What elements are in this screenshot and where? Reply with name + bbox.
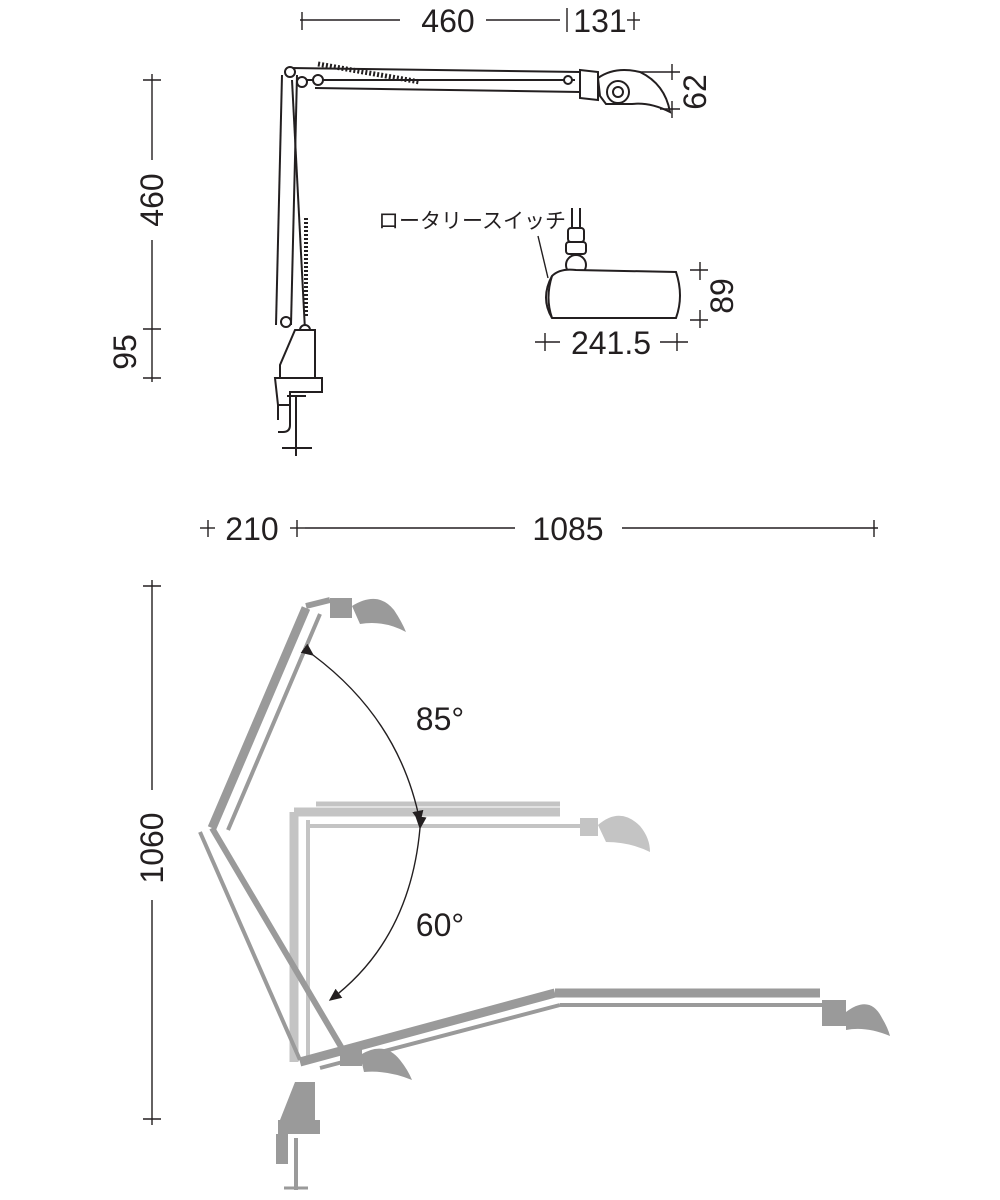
shade-front-view: ロータリースイッチ [378, 208, 681, 319]
dimension-shade: 241.5 89 [535, 262, 740, 361]
angle-indicators: 85° 60° [300, 643, 464, 1001]
lamp-position-raised [198, 597, 406, 1064]
dimension-head-height: 62 [640, 64, 713, 118]
reach-forward-label: 1085 [532, 511, 603, 547]
upper-arm-length-label: 460 [134, 173, 170, 226]
head-height-label: 62 [677, 74, 713, 110]
upper-angle-label: 85° [416, 701, 464, 737]
lamp-position-neutral [289, 801, 650, 1062]
shade-width-label: 241.5 [571, 325, 651, 361]
top-arm-length-label: 460 [421, 3, 474, 39]
dimension-top-arm: 460 131 [300, 3, 640, 39]
lower-angle-label: 60° [416, 907, 464, 943]
dimension-reach: 210 1085 [200, 511, 878, 547]
dimension-total-height: 1060 [134, 580, 170, 1125]
lamp-base-clamp [276, 1082, 320, 1190]
base-height-label: 95 [107, 334, 143, 370]
shade-height-label: 89 [704, 278, 740, 314]
rotary-switch-label: ロータリースイッチ [378, 209, 566, 233]
total-height-label: 1060 [134, 812, 170, 883]
lamp-side-view [273, 61, 672, 456]
dimension-upper-arm: 460 95 [107, 74, 170, 382]
lamp-position-lowered [298, 988, 890, 1080]
head-offset-label: 131 [573, 3, 626, 39]
reach-back-label: 210 [225, 511, 278, 547]
